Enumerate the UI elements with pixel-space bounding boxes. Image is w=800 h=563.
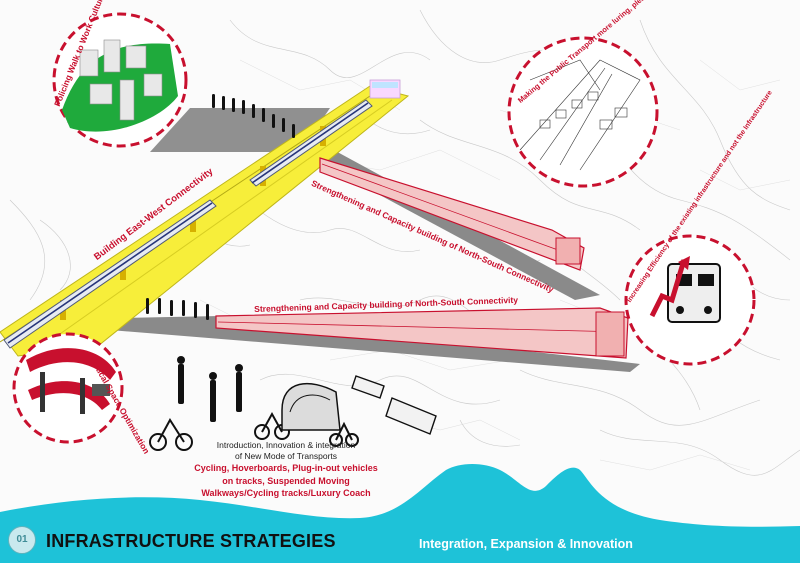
sea-shape xyxy=(0,464,800,563)
cyclists xyxy=(149,411,359,451)
walk-culture-inset xyxy=(52,12,188,148)
walkway-grey-path xyxy=(150,108,330,152)
new-modes-figures xyxy=(177,356,243,422)
luxury-coaches xyxy=(351,375,437,435)
new-modes-list: Cycling, Hoverboards, Plug-in-out vehicl… xyxy=(176,462,396,500)
suspended-walkway-shelter xyxy=(281,382,341,431)
intro-line-1: Introduction, Innovation & integration xyxy=(216,440,356,450)
modes-line-2: on tracks, Suspended Moving xyxy=(222,475,350,486)
page-title: INFRASTRUCTURE STRATEGIES xyxy=(46,531,336,551)
north-south-train-2 xyxy=(215,307,629,359)
metro-train xyxy=(3,99,373,349)
east-west-viaduct xyxy=(0,85,410,357)
efficiency-inset xyxy=(624,234,756,366)
pedestrian-row-top xyxy=(212,94,295,138)
page-subtitle: Integration, Expansion & Innovation xyxy=(419,537,633,551)
intro-line-2: of New Mode of Transports xyxy=(234,451,338,461)
modes-line-3: Walkways/Cycling tracks/Luxury Coach xyxy=(201,488,371,498)
introduction-note: Introduction, Innovation & integration o… xyxy=(186,440,386,462)
public-transport-inset xyxy=(507,36,659,188)
vertical-space-inset xyxy=(12,332,124,444)
modes-line-1: Cycling, Hoverboards, Plug-in-out vehicl… xyxy=(194,463,378,473)
section-number-badge: 01 xyxy=(8,526,36,554)
north-south-train-1 xyxy=(319,157,585,271)
pedestrian-row-bottom xyxy=(146,298,209,320)
